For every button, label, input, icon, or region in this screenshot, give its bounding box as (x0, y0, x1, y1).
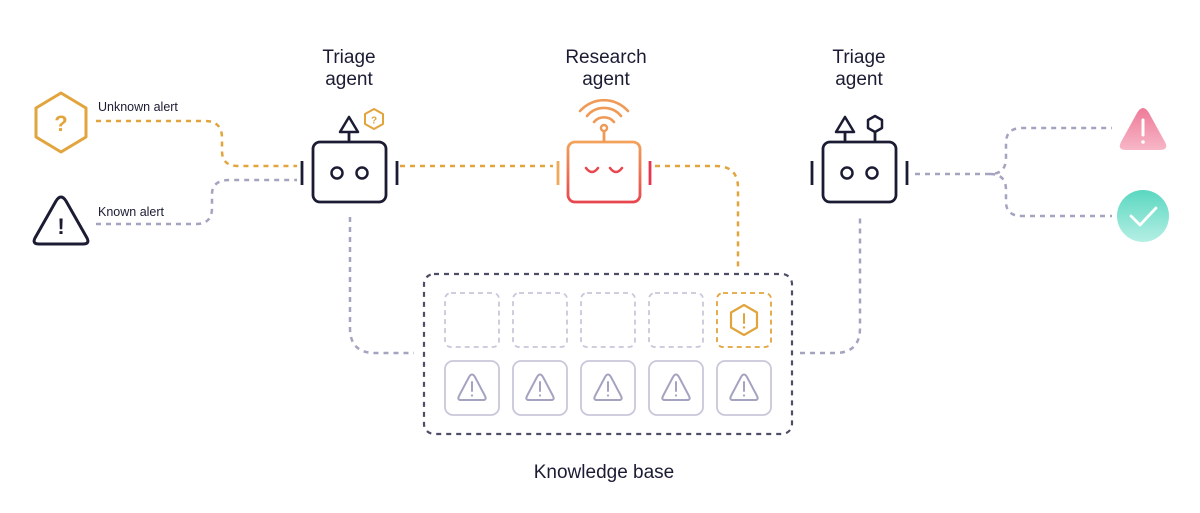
triage-badge-symbol: ? (371, 116, 377, 127)
triage-agent-left-label: Triage agent (269, 47, 429, 91)
kb-known-alert-slot (648, 360, 704, 416)
triangle-exclamation-icon (457, 373, 487, 401)
known-alert-symbol: ! (57, 214, 64, 239)
connector-unknown-to-triage (96, 119, 297, 168)
triangle-exclamation-icon (593, 373, 623, 401)
connector-known-to-triage (96, 178, 297, 226)
robot-antenna-icon (556, 98, 652, 204)
connector-research-to-kb (655, 164, 740, 268)
knowledge-base-container (422, 272, 794, 436)
kb-known-alert-slot (512, 360, 568, 416)
knowledge-base-label: Knowledge base (533, 462, 675, 483)
kb-empty-slot (512, 292, 568, 348)
kb-known-alert-slot (444, 360, 500, 416)
research-agent-label: Research agent (526, 47, 686, 91)
triage-agent-left-line1: Triage (322, 47, 376, 68)
kb-empty-slot (444, 292, 500, 348)
triangle-exclamation-icon (32, 195, 90, 246)
research-agent-line1: Research (565, 47, 647, 68)
hexagon-question-icon (34, 91, 88, 154)
kb-bottom-row (444, 360, 772, 416)
check-circle-icon (1117, 190, 1169, 242)
hexagon-exclamation-icon (729, 303, 759, 337)
kb-top-row (444, 292, 772, 348)
triage-agent-right-line2: agent (835, 69, 883, 90)
connector-kb-to-triage (800, 217, 862, 355)
triangle-exclamation-icon (661, 373, 691, 401)
kb-known-alert-slot (716, 360, 772, 416)
kb-empty-slot (580, 292, 636, 348)
triage-agent-left-line2: agent (325, 69, 373, 90)
hexagon-question-badge-icon (364, 108, 384, 130)
kb-known-alert-slot (580, 360, 636, 416)
kb-empty-slot (648, 292, 704, 348)
connector-triage-to-warning (915, 126, 1112, 176)
triage-agent-right-line1: Triage (832, 47, 886, 68)
known-alert-label: Known alert (98, 205, 165, 219)
connector-triage-to-check (989, 172, 1112, 218)
kb-new-entry-slot (716, 292, 772, 348)
triangle-exclamation-icon (729, 373, 759, 401)
triage-agent-right-label: Triage agent (779, 47, 939, 91)
robot-icon (300, 115, 399, 204)
connector-triage-to-kb (348, 217, 414, 355)
research-agent-line2: agent (582, 69, 630, 90)
robot-icon (810, 114, 909, 204)
unknown-alert-label: Unknown alert (98, 100, 178, 114)
warning-triangle-icon (1119, 108, 1167, 150)
unknown-alert-symbol: ? (54, 111, 67, 136)
triangle-exclamation-icon (525, 373, 555, 401)
